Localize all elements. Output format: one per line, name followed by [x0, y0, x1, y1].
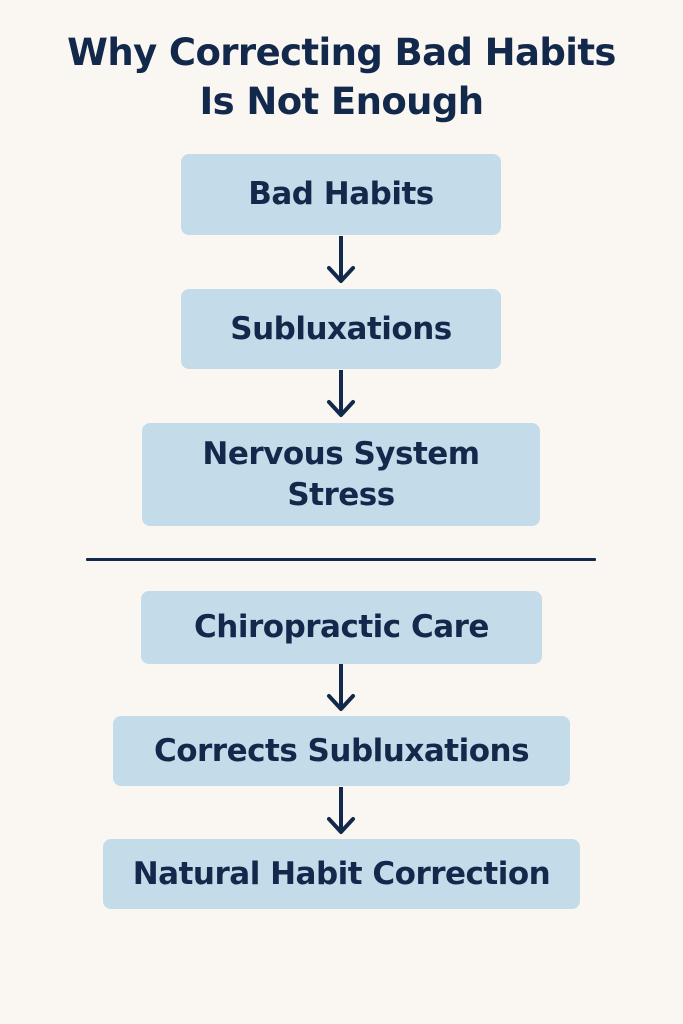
flow-box-subluxations: Subluxations — [181, 289, 501, 369]
flow-box-chiropractic-care: Chiropractic Care — [141, 591, 542, 664]
arrow-down-icon — [327, 370, 355, 417]
arrow-down-icon — [327, 664, 355, 711]
flow-box-natural-habit-correction: Natural Habit Correction — [103, 839, 580, 909]
diagram-title-line-2: Is Not Enough — [199, 80, 484, 123]
flow-box-corrects-subluxations: Corrects Subluxations — [113, 716, 570, 786]
flow-box-nervous-system-stress: Nervous System Stress — [142, 423, 540, 526]
arrow-down-icon — [327, 236, 355, 283]
section-divider — [86, 558, 596, 561]
diagram-title-line-1: Why Correcting Bad Habits — [67, 31, 616, 74]
diagram-title: Why Correcting Bad Habits Is Not Enough — [0, 28, 683, 126]
flow-box-bad-habits: Bad Habits — [181, 154, 501, 235]
arrow-down-icon — [327, 787, 355, 834]
